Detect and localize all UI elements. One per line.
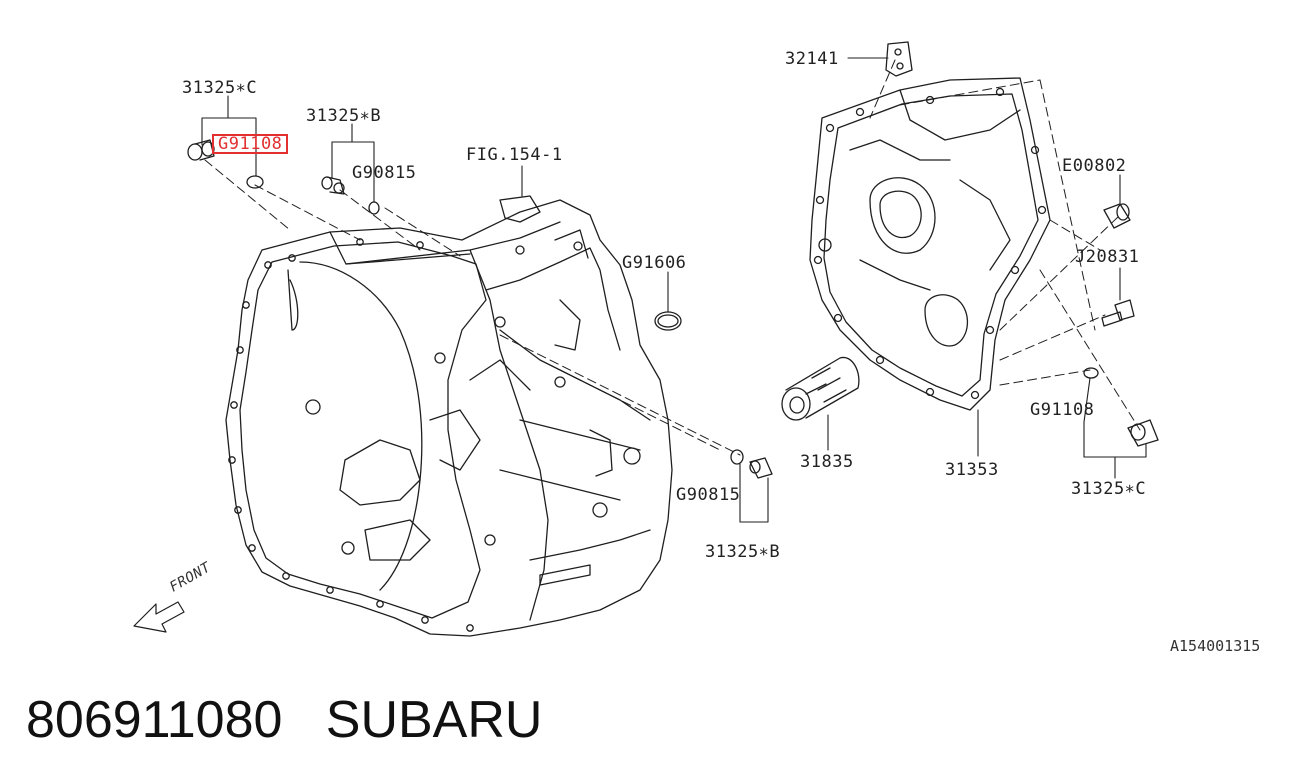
gasket-g91108-left [247, 176, 263, 188]
front-arrow-icon [134, 602, 184, 632]
label-31325c-top-left[interactable]: 31325∗C [182, 78, 258, 98]
label-g90815-bottom[interactable]: G90815 [676, 485, 741, 505]
brand-name: SUBARU [325, 691, 543, 749]
label-g91108-right[interactable]: G91108 [1030, 400, 1095, 420]
label-g90815-top[interactable]: G90815 [352, 163, 417, 183]
part-number: 806911080 [26, 691, 283, 749]
plug-31325b-top [322, 177, 344, 194]
assembly-guide-lines [205, 60, 1140, 455]
gasket-g90815-bottom [731, 450, 743, 464]
label-g91108-highlighted[interactable]: G91108 [212, 134, 289, 154]
plug-31325c-right [1128, 420, 1158, 446]
plug-31325c-left [188, 140, 214, 160]
label-31835[interactable]: 31835 [800, 452, 854, 472]
label-31325c-bottom-right[interactable]: 31325∗C [1071, 479, 1147, 499]
filter-31835 [782, 357, 859, 420]
plate-32141 [886, 42, 912, 76]
gasket-g90815-top [369, 202, 379, 214]
label-31353[interactable]: 31353 [945, 460, 999, 480]
leader-lines [202, 58, 1146, 522]
label-31325b-top[interactable]: 31325∗B [306, 106, 382, 126]
gasket-g91108-right [1084, 368, 1098, 378]
sleeve-e00802 [1104, 204, 1130, 228]
label-g91606[interactable]: G91606 [622, 253, 687, 273]
label-e00802[interactable]: E00802 [1062, 156, 1127, 176]
part-number-heading: 806911080 SUBARU [26, 690, 542, 750]
label-j20831[interactable]: J20831 [1075, 247, 1140, 267]
transmission-cover-31353 [810, 78, 1050, 410]
label-32141[interactable]: 32141 [785, 49, 839, 69]
transmission-case-main [226, 196, 672, 636]
bolt-j20831 [1102, 300, 1134, 326]
label-31325b-bottom[interactable]: 31325∗B [705, 542, 781, 562]
diagram-code: A154001315 [1170, 637, 1261, 655]
label-fig-154-1[interactable]: FIG.154-1 [466, 145, 563, 165]
plug-31325b-bottom [750, 458, 772, 478]
